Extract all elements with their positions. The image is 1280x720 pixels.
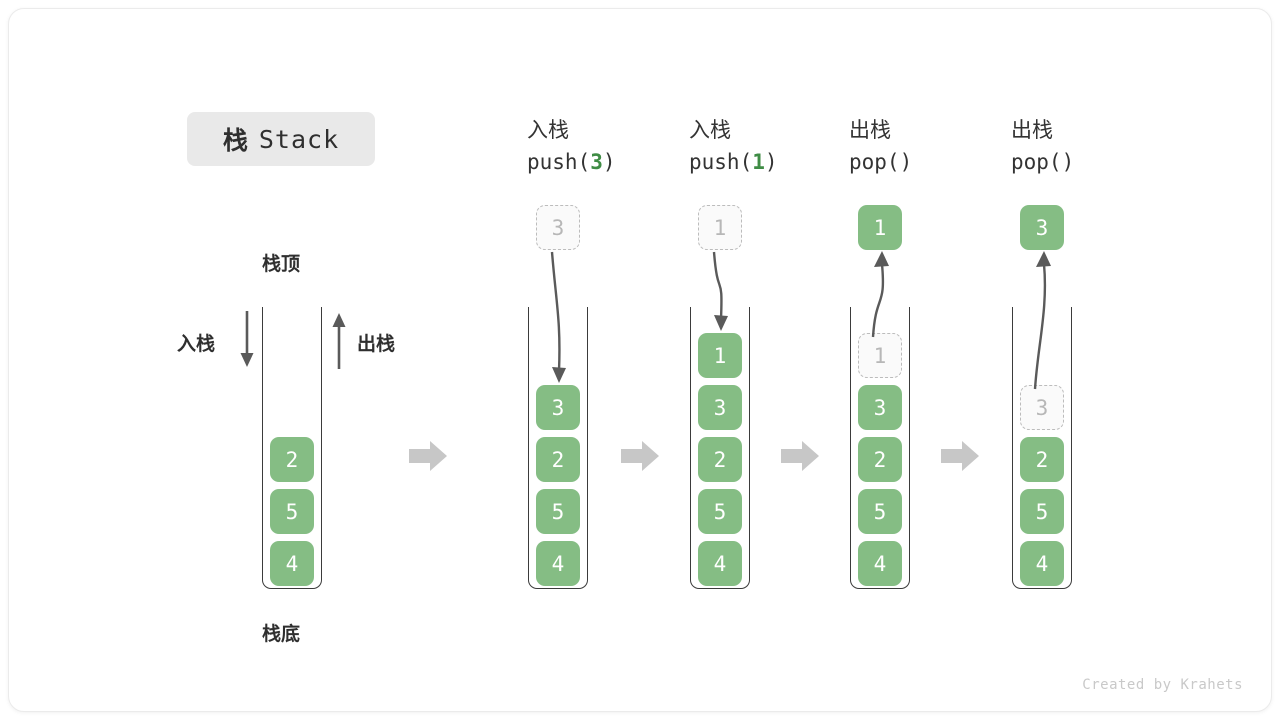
step-title-cn: 入栈 xyxy=(689,119,731,142)
flow-arrow-icon xyxy=(621,441,659,471)
stack-top-label: 栈顶 xyxy=(262,254,301,275)
stack-cell: 2 xyxy=(698,437,742,482)
step-header-push-1: 入栈 push(1) xyxy=(689,115,839,178)
step-code-prefix: push( xyxy=(689,150,753,174)
stack-cell: 5 xyxy=(698,489,742,534)
stack-cell: 5 xyxy=(858,489,902,534)
stack-cell: 2 xyxy=(1020,437,1064,482)
stack-cell: 2 xyxy=(858,437,902,482)
step-code-prefix: pop( xyxy=(1011,150,1062,174)
stack-cell: 2 xyxy=(536,437,580,482)
step-code-arg: 3 xyxy=(590,150,603,174)
stack-bottom-label: 栈底 xyxy=(262,624,301,645)
stack-cell: 1 xyxy=(698,333,742,378)
floating-cell-ghost: 1 xyxy=(698,205,742,250)
left-push-label: 入栈 xyxy=(177,334,216,355)
stack-cell: 4 xyxy=(536,541,580,586)
step-code-prefix: pop( xyxy=(849,150,900,174)
step-title-cn: 出栈 xyxy=(1011,119,1053,142)
stack-cell: 3 xyxy=(858,385,902,430)
left-pop-label-wrap: 出栈 xyxy=(357,329,395,356)
stack-cell-ghost: 3 xyxy=(1020,385,1064,430)
step-code-suffix: ) xyxy=(602,150,616,174)
left-pop-label: 出栈 xyxy=(357,334,396,355)
step-code-suffix: ) xyxy=(1061,150,1075,174)
step-code: push(3) xyxy=(527,146,677,178)
stack-cell: 2 xyxy=(270,437,314,482)
footer-credit: Created by Krahets xyxy=(1082,677,1243,693)
stack-cell: 4 xyxy=(1020,541,1064,586)
stack-cell: 5 xyxy=(1020,489,1064,534)
step-code-prefix: push( xyxy=(527,150,591,174)
step-header-pop-3: 出栈 pop() xyxy=(1011,115,1161,178)
flow-arrow-icon xyxy=(781,441,819,471)
stack-cell: 4 xyxy=(270,541,314,586)
stack-cell: 3 xyxy=(536,385,580,430)
left-stack-cells: 2 5 4 xyxy=(262,307,322,589)
stack-cell-ghost: 1 xyxy=(858,333,902,378)
push-direction-arrow-icon xyxy=(240,311,254,367)
step-header-push-3: 入栈 push(3) xyxy=(527,115,677,178)
stack-cell: 5 xyxy=(270,489,314,534)
step-code-arg: 1 xyxy=(752,150,765,174)
floating-cell: 1 xyxy=(858,205,902,250)
title-cn: 栈 xyxy=(222,127,249,155)
stack-cell: 3 xyxy=(698,385,742,430)
stack-top-label-wrap: 栈顶 xyxy=(262,249,300,276)
stack-cell: 4 xyxy=(698,541,742,586)
step-code-suffix: ) xyxy=(899,150,913,174)
pop-direction-arrow-icon xyxy=(332,313,346,369)
step-code: pop() xyxy=(1011,146,1161,178)
step-code-suffix: ) xyxy=(764,150,778,174)
stack-bottom-label-wrap: 栈底 xyxy=(262,619,300,646)
step-title-cn: 出栈 xyxy=(849,119,891,142)
step-code: push(1) xyxy=(689,146,839,178)
flow-arrow-icon xyxy=(409,441,447,471)
flow-arrow-icon xyxy=(941,441,979,471)
step-code: pop() xyxy=(849,146,999,178)
title-en: Stack xyxy=(258,124,340,154)
floating-cell-ghost: 3 xyxy=(536,205,580,250)
step-title-cn: 入栈 xyxy=(527,119,569,142)
step-header-pop-1: 出栈 pop() xyxy=(849,115,999,178)
left-push-label-wrap: 入栈 xyxy=(177,329,215,356)
stack-cell: 4 xyxy=(858,541,902,586)
floating-cell: 3 xyxy=(1020,205,1064,250)
stack-cell: 5 xyxy=(536,489,580,534)
title-chip: 栈 Stack xyxy=(187,112,375,166)
